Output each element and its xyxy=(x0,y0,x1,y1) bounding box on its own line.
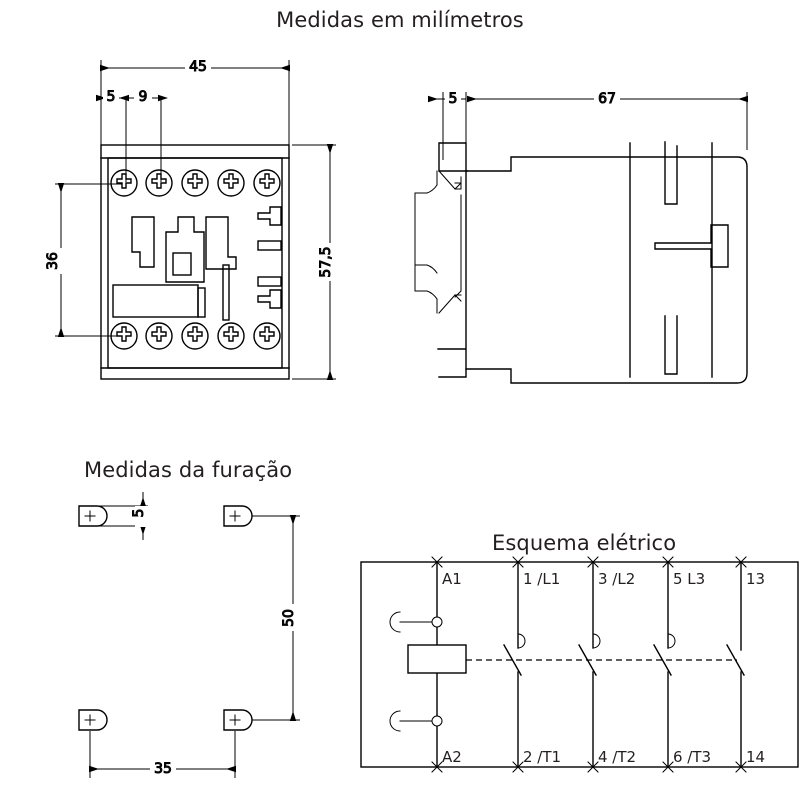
schematic-pole-13-14 xyxy=(726,556,747,773)
dimension-value-45: 45 xyxy=(189,59,207,75)
dimension-edge-offset: 5 xyxy=(96,87,127,182)
dimension-horizontal-spacing: 35 xyxy=(89,731,236,778)
hole-bottom-left xyxy=(78,709,108,731)
schematic-frame xyxy=(360,561,799,768)
hole-top-right xyxy=(223,505,253,527)
dimension-value-5-front: 5 xyxy=(107,89,116,105)
front-view-top-terminal-screws xyxy=(110,169,281,197)
dimension-vertical-spacing: 50 xyxy=(252,515,302,721)
schematic-pole-L3-T3 xyxy=(653,556,676,773)
dimension-value-36: 36 xyxy=(45,252,61,270)
schematic-top-terminal-2: 3 /L2 xyxy=(598,570,635,588)
dimension-clip-depth: 5 xyxy=(428,89,467,160)
dimension-screw-span: 36 xyxy=(45,183,122,337)
page-title-main: Medidas em milímetros xyxy=(276,8,524,32)
schematic-top-terminal-1: 1 /L1 xyxy=(523,570,560,588)
schematic-bottom-terminal-3: 6 /T3 xyxy=(673,748,711,766)
section-title-hole-pattern: Medidas da furação xyxy=(84,458,293,482)
side-view-din-clip xyxy=(414,170,462,314)
dimension-overall-width: 45 xyxy=(100,57,290,152)
side-view-body-outline xyxy=(437,142,748,384)
schematic-bottom-terminal-2: 4 /T2 xyxy=(598,748,636,766)
schematic-bottom-terminal-0: A2 xyxy=(442,748,462,766)
schematic-top-terminal-0: A1 xyxy=(442,570,462,588)
schematic-bottom-terminal-1: 2 /T1 xyxy=(523,748,561,766)
schematic-pole-L1-T1 xyxy=(503,556,526,773)
schematic-pole-L2-T2 xyxy=(578,556,601,773)
front-view-center-features xyxy=(112,216,237,321)
front-view-bottom-terminal-screws xyxy=(110,322,281,350)
dimension-body-depth: 67 xyxy=(467,89,748,150)
dimension-overall-height: 57,5 xyxy=(292,144,339,380)
schematic-top-terminal-3: 5 L3 xyxy=(673,570,705,588)
schematic-pole-A1-A2 xyxy=(389,556,467,773)
front-view-side-slots xyxy=(257,206,282,309)
dimension-slot-height: 5 xyxy=(98,492,152,540)
dimension-value-57-5: 57,5 xyxy=(318,246,334,277)
front-view-body xyxy=(100,144,290,380)
dimension-value-5-hole: 5 xyxy=(131,509,147,518)
hole-bottom-right xyxy=(223,709,253,731)
schematic-top-terminal-4: 13 xyxy=(746,570,765,588)
section-title-schematic: Esquema elétrico xyxy=(492,531,677,555)
dimension-terminal-pitch: 9 xyxy=(119,87,168,182)
dimension-value-67: 67 xyxy=(598,91,616,107)
dimension-value-5-side: 5 xyxy=(449,91,458,107)
side-view-internal-features xyxy=(629,141,729,378)
dimension-value-9: 9 xyxy=(139,89,148,105)
dimension-value-50: 50 xyxy=(281,609,297,627)
dimension-value-35: 35 xyxy=(154,761,172,777)
schematic-bottom-terminal-4: 14 xyxy=(746,748,765,766)
